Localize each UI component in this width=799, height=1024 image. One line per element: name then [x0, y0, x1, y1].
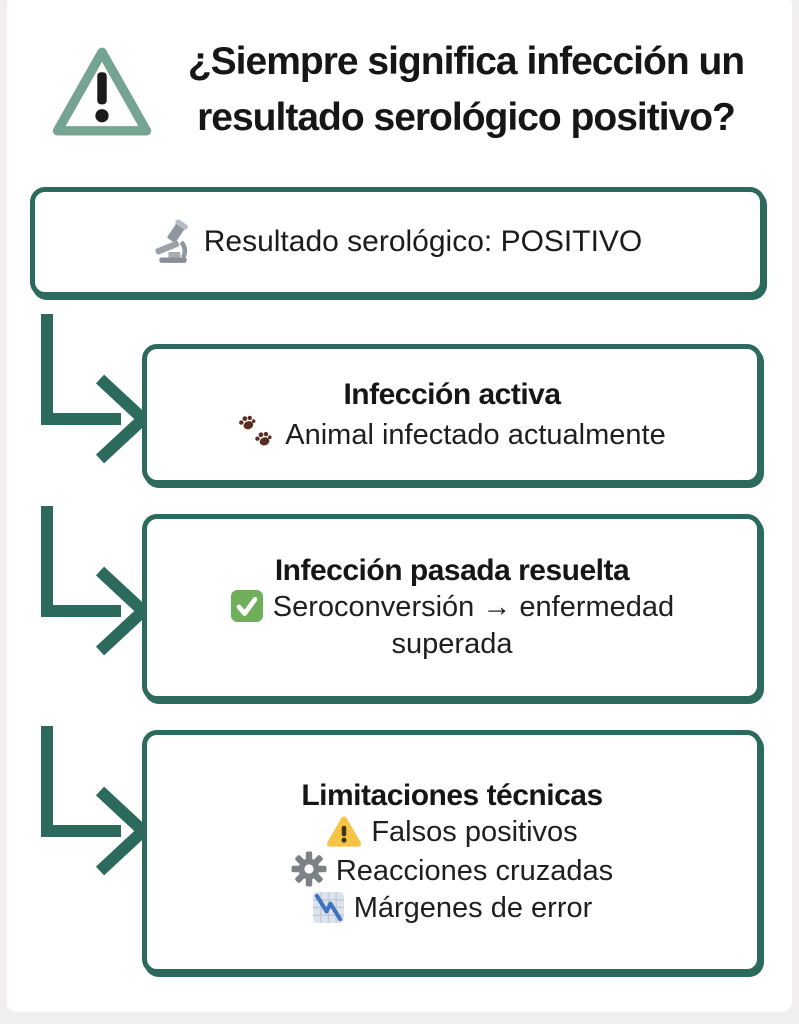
technical-limitations-box: Limitaciones técnicas Falsos positivos — [142, 730, 762, 974]
active-infection-line: Animal infectado actualmente — [238, 413, 666, 454]
gear-icon — [291, 851, 327, 887]
active-infection-title: Infección activa — [343, 377, 561, 411]
past-infection-title: Infección pasada resuelta — [274, 554, 630, 587]
chart-decreasing-icon — [312, 891, 344, 924]
error-margins-text: Márgenes de error — [353, 892, 593, 924]
past-infection-box: Infección pasada resuelta Seroconversión… — [142, 514, 762, 701]
false-positives-text: Falsos positivos — [371, 816, 578, 848]
flow-arrow-2 — [41, 506, 151, 656]
past-infection-text: Seroconversión → enfermedad superada — [272, 591, 675, 660]
flow-arrow-1 — [41, 314, 151, 464]
microscope-icon — [155, 219, 188, 263]
paw-prints-icon — [239, 415, 272, 445]
page-title: ¿Siempre significa infección un resultad… — [160, 28, 772, 152]
flow-arrow-3 — [41, 726, 151, 876]
error-margins-line: Márgenes de error — [312, 890, 593, 927]
active-infection-text: Animal infectado actualmente — [285, 418, 666, 451]
check-mark-button-icon — [230, 589, 263, 623]
page-title-line-1: ¿Siempre significa infección un — [187, 40, 745, 83]
warning-sign-icon — [327, 816, 362, 847]
infographic-canvas: ¿Siempre significa infección un resultad… — [7, 0, 792, 1012]
warning-triangle-outline-icon — [52, 47, 152, 136]
serology-result-text: Resultado serológico: POSITIVO — [203, 225, 643, 258]
false-positives-line: Falsos positivos — [326, 814, 578, 851]
technical-limitations-title: Limitaciones técnicas — [301, 779, 603, 812]
active-infection-box: Infección activa — [142, 344, 762, 485]
past-infection-line: Seroconversión → enfermedad superada — [192, 589, 712, 663]
page-title-line-2: resultado serológico positivo? — [197, 96, 736, 139]
cross-reactions-line: Reacciones cruzadas — [291, 851, 613, 890]
cross-reactions-text: Reacciones cruzadas — [335, 855, 614, 887]
serology-result-box: Resultado serológico: POSITIVO — [30, 187, 765, 297]
